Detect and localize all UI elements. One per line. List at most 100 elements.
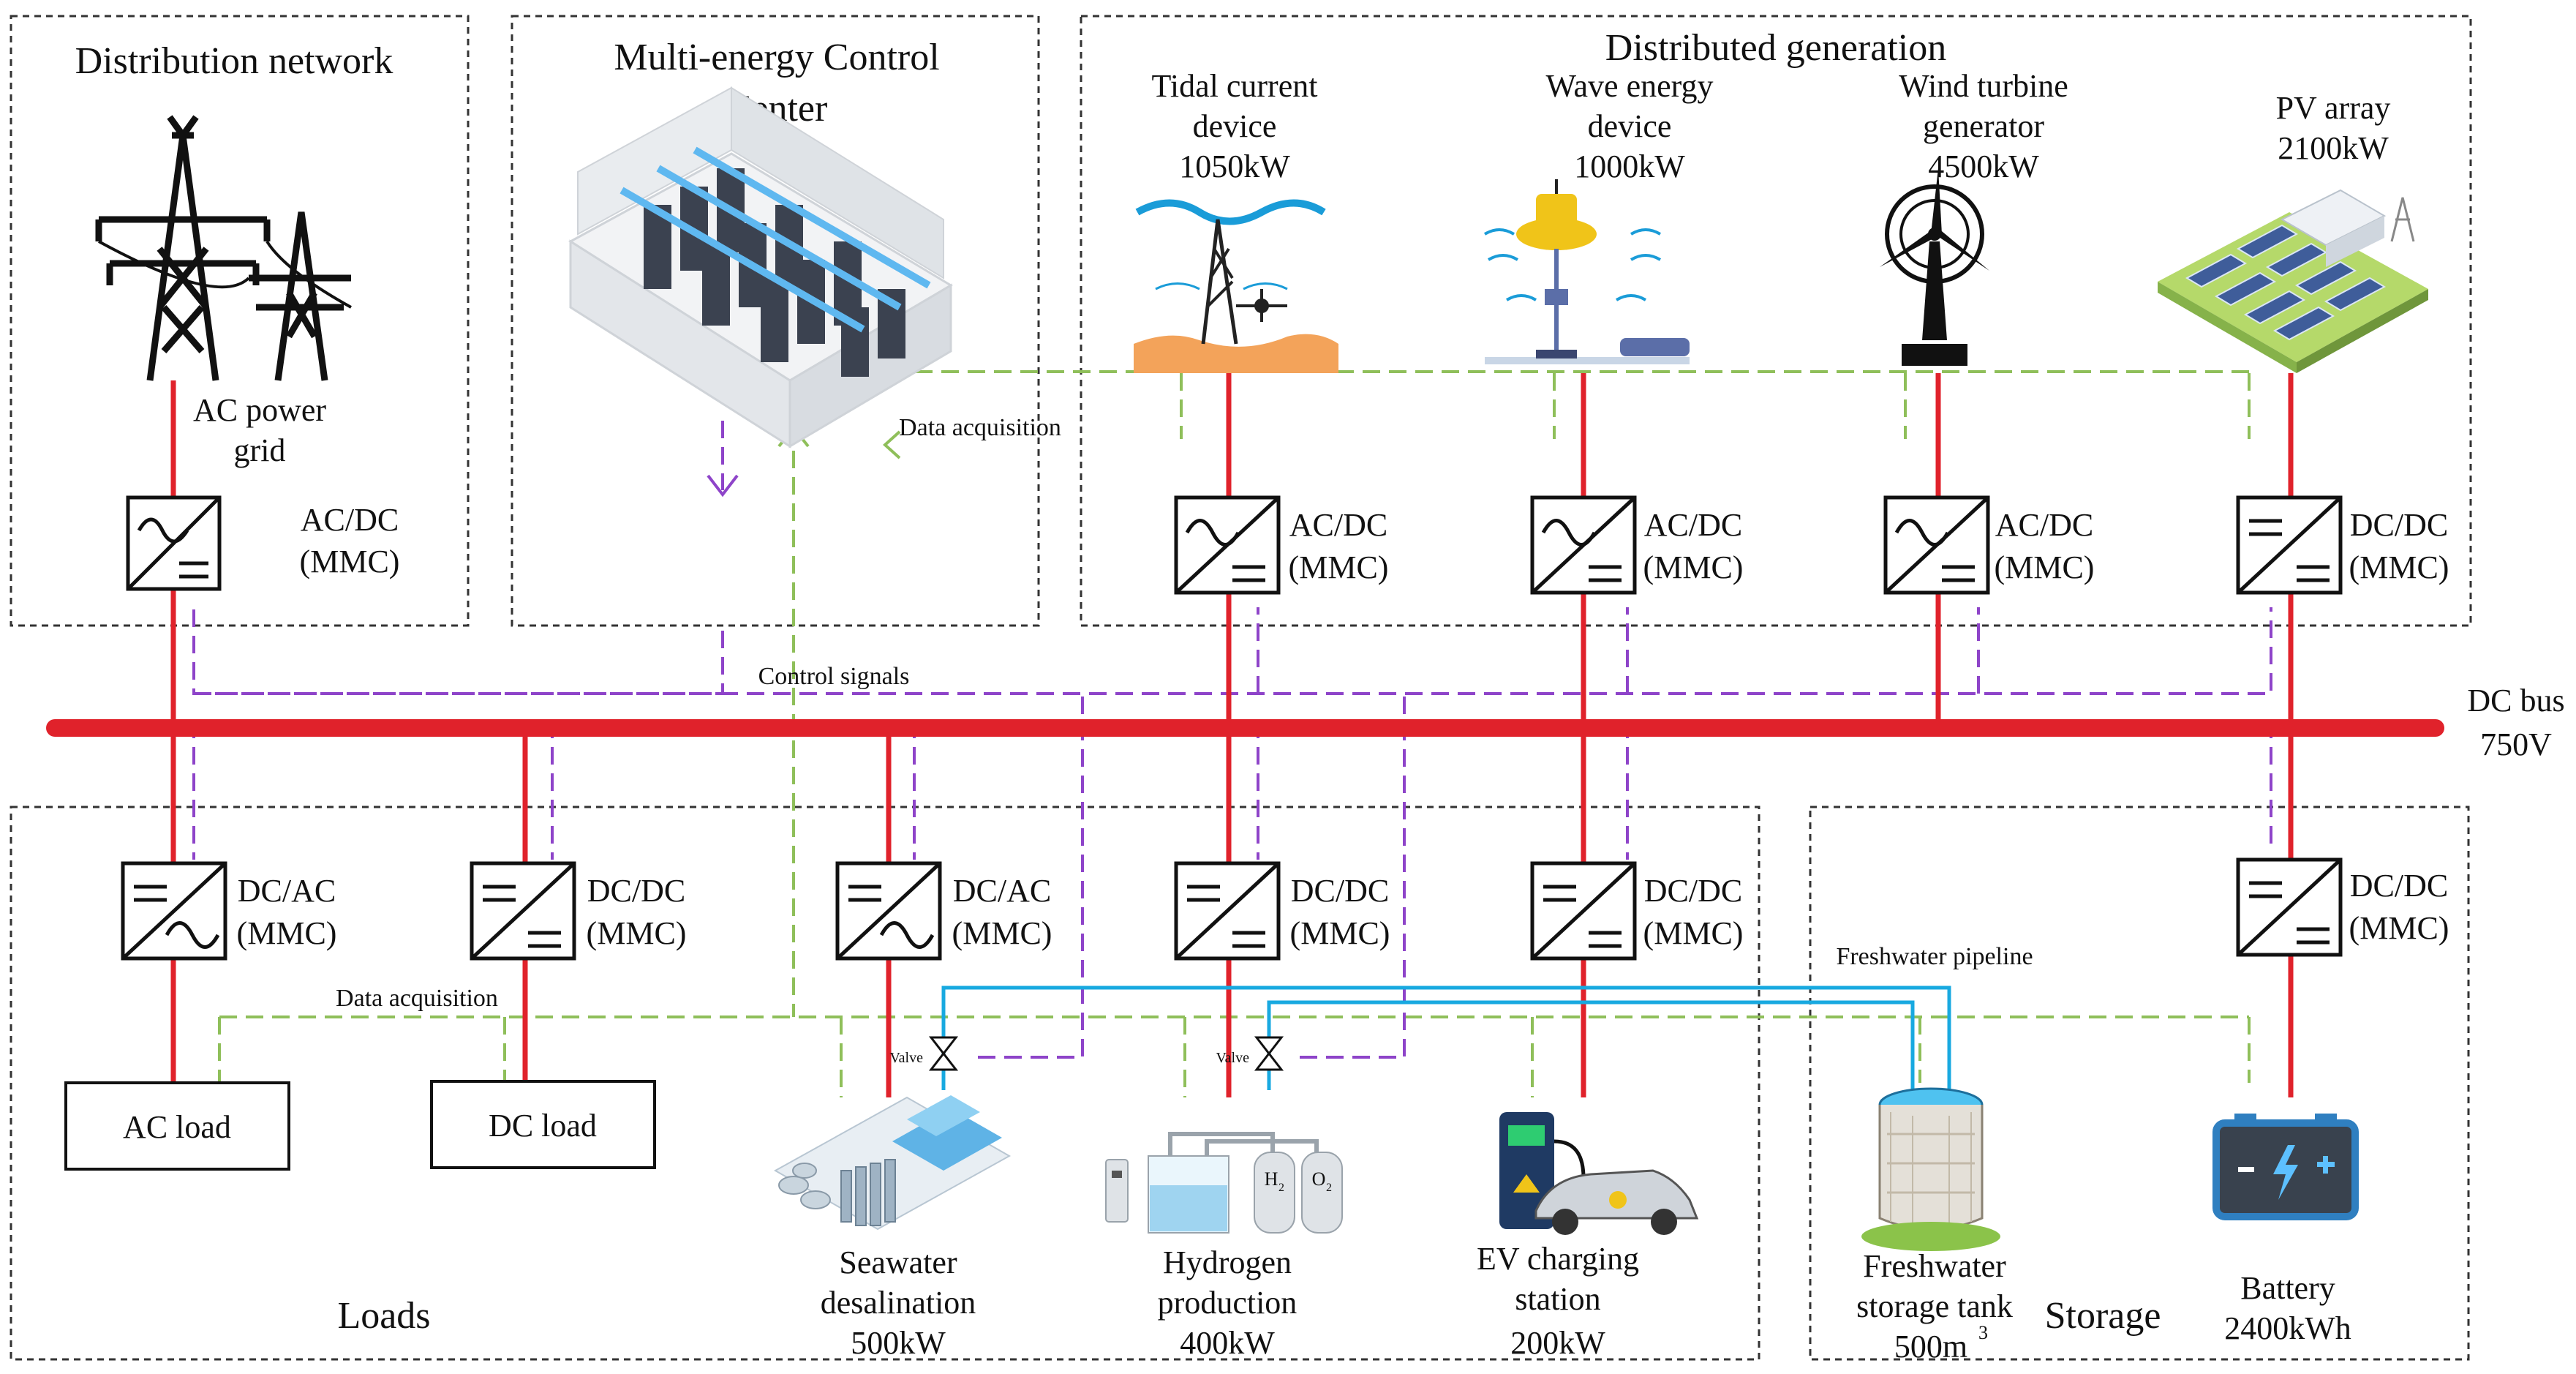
hydrogen-label-3: 400kW — [1180, 1325, 1275, 1361]
converter-dc-load — [470, 861, 576, 961]
loads-title: Loads — [337, 1295, 430, 1337]
ac-load-box — [64, 1081, 290, 1171]
converter-wind — [1883, 495, 1990, 595]
converter-dc-load-type: DC/DC — [587, 873, 685, 909]
converter-pv — [2236, 495, 2343, 595]
distribution-network-title: Distribution network — [75, 40, 393, 82]
converter-hydrogen — [1174, 861, 1281, 961]
converter-tidal-tech: (MMC) — [1289, 549, 1389, 585]
h2-subscript: 2 — [1278, 1182, 1284, 1194]
hydrogen-label-1: Hydrogen — [1163, 1245, 1292, 1280]
pv-label-1: PV array — [2276, 90, 2391, 126]
desalination-label-1: Seawater — [839, 1245, 957, 1280]
converter-battery — [2236, 857, 2343, 957]
converter-desalination-tech: (MMC) — [952, 915, 1052, 951]
tank-unit-superscript: 3 — [1978, 1322, 1988, 1343]
dc-load-box — [430, 1080, 656, 1169]
ev-charging-station-icon — [1499, 1112, 1699, 1235]
wave-label-1: Wave energy — [1546, 68, 1714, 104]
storage-region — [1809, 806, 2470, 1361]
data-center-icon — [568, 86, 953, 448]
valve-label: Valve — [889, 1050, 923, 1066]
transmission-tower-icon — [95, 115, 352, 381]
ev-label-2: station — [1515, 1281, 1600, 1317]
tidal-label-2: device — [1193, 108, 1277, 144]
o2-subscript: 2 — [1326, 1182, 1332, 1194]
control-center-region — [511, 15, 1040, 627]
tidal-label-3: 1050kW — [1179, 149, 1290, 184]
wave-buoy-icon — [1483, 179, 1690, 364]
valve-icon — [1254, 1036, 1284, 1071]
converter-wind-tech: (MMC) — [1995, 549, 2095, 585]
converter-pv-tech: (MMC) — [2349, 549, 2449, 585]
ev-label-1: EV charging — [1477, 1241, 1639, 1277]
control-center-title-1: Multi-energy Control — [614, 37, 939, 78]
desalination-plant-icon — [773, 1095, 1012, 1231]
distribution-network-region — [10, 15, 470, 627]
tidal-turbine-icon — [1134, 199, 1338, 373]
data-acquisition-label: Data acquisition — [336, 985, 498, 1012]
distributed-generation-title: Distributed generation — [1605, 27, 1946, 69]
converter-hydrogen-tech: (MMC) — [1290, 915, 1390, 951]
freshwater-pipeline-label: Freshwater pipeline — [1836, 943, 2033, 970]
dc-bus-label: DC bus — [2467, 683, 2564, 718]
freshwater-pipeline — [941, 986, 1951, 1097]
converter-battery-type: DC/DC — [2350, 868, 2448, 904]
hydrogen-label-2: production — [1158, 1285, 1298, 1321]
converter-grid-type: AC/DC — [301, 502, 399, 538]
converter-grid-tech: (MMC) — [300, 544, 400, 579]
wind-label-2: generator — [1923, 108, 2044, 144]
o2-label: O — [1312, 1168, 1326, 1190]
wave-label-3: 1000kW — [1574, 149, 1685, 184]
converter-desalination — [835, 861, 942, 961]
wind-label-1: Wind turbine — [1899, 68, 2068, 104]
data-acquisition-label: Data acquisition — [899, 414, 1061, 441]
battery-label-2: 2400kWh — [2224, 1310, 2351, 1346]
wave-label-2: device — [1588, 108, 1672, 144]
converter-wind-type: AC/DC — [1995, 507, 2093, 543]
wind-turbine-icon — [1880, 168, 1989, 366]
converter-ev-type: DC/DC — [1644, 873, 1742, 909]
converter-grid — [126, 495, 222, 591]
wind-label-3: 4500kW — [1928, 149, 2039, 184]
tank-label-3: 500m — [1894, 1329, 1967, 1364]
converter-tidal — [1174, 495, 1281, 595]
desalination-label-3: 500kW — [851, 1325, 946, 1361]
converter-wave-tech: (MMC) — [1643, 549, 1744, 585]
converter-ev — [1530, 861, 1637, 961]
ac-grid-label-1: AC power — [193, 392, 326, 428]
converter-dc-load-tech: (MMC) — [587, 915, 687, 951]
tank-label-2: storage tank — [1856, 1288, 2013, 1324]
converter-desalination-type: DC/AC — [953, 873, 1051, 909]
converter-ac-load-tech: (MMC) — [237, 915, 337, 951]
desalination-label-2: desalination — [821, 1285, 976, 1321]
control-signal-lines — [192, 421, 2272, 1059]
ac-grid-label-2: grid — [234, 432, 286, 468]
storage-title: Storage — [2045, 1295, 2161, 1337]
power-lines — [170, 373, 2294, 1097]
converter-pv-type: DC/DC — [2350, 507, 2448, 543]
converter-tidal-type: AC/DC — [1289, 507, 1387, 543]
ac-load-label: AC load — [123, 1109, 231, 1145]
distributed-generation-region — [1080, 15, 2472, 627]
converter-ac-load-type: DC/AC — [238, 873, 336, 909]
converter-wave — [1530, 495, 1637, 595]
converter-battery-tech: (MMC) — [2349, 910, 2449, 946]
valve-label: Valve — [1216, 1050, 1249, 1066]
converter-wave-type: AC/DC — [1644, 507, 1742, 543]
control-signals-label: Control signals — [758, 663, 910, 690]
converter-ev-tech: (MMC) — [1643, 915, 1744, 951]
water-tank-icon — [1861, 1087, 2000, 1251]
battery-icon — [2212, 1114, 2359, 1220]
dc-load-label: DC load — [489, 1108, 597, 1144]
hydrogen-electrolyzer-icon: H 2 O 2 — [1105, 1132, 1343, 1234]
pv-array-icon — [2158, 189, 2428, 373]
dc-bus-voltage: 750V — [2480, 727, 2552, 762]
converter-hydrogen-type: DC/DC — [1291, 873, 1389, 909]
tank-label-1: Freshwater — [1863, 1248, 2006, 1284]
loads-region — [10, 806, 1760, 1361]
battery-label-1: Battery — [2240, 1270, 2335, 1306]
pv-label-2: 2100kW — [2278, 130, 2389, 166]
tidal-label-1: Tidal current — [1152, 68, 1318, 104]
